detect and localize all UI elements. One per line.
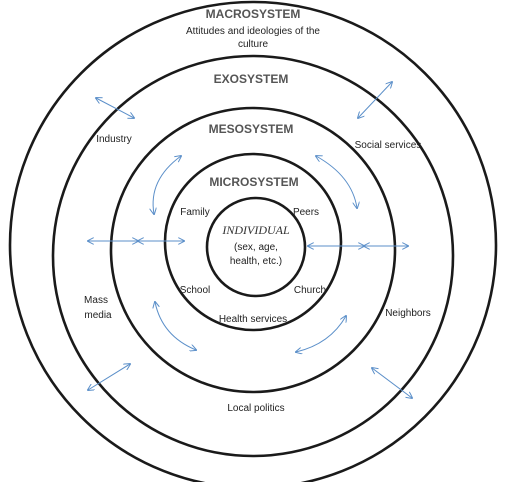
microsystem-heading: MICROSYSTEM [209, 175, 298, 189]
exo-item-industry: Industry [96, 134, 132, 145]
arrow-meso-upper-right [316, 156, 357, 208]
individual-line1: (sex, age, [234, 242, 278, 253]
exosystem-ring [51, 54, 455, 458]
arrow-macro-exo-lower-left [88, 364, 130, 390]
macrosystem-heading: MACROSYSTEM [206, 7, 301, 21]
mesosystem-ring [109, 106, 397, 394]
micro-item-family: Family [180, 207, 209, 218]
mesosystem-heading: MESOSYSTEM [209, 122, 294, 136]
exosystem-heading: EXOSYSTEM [214, 72, 289, 86]
arrow-macro-exo-upper-left [96, 98, 134, 118]
macrosystem-description-line1: Attitudes and ideologies of the [186, 26, 320, 37]
micro-item-church: Church [294, 285, 326, 296]
individual-title: INDIVIDUAL [221, 223, 290, 237]
micro-item-school: School [180, 285, 211, 296]
individual-ring [205, 196, 307, 298]
individual-line2: health, etc.) [230, 256, 282, 267]
arrow-meso-lower-left [155, 302, 196, 350]
exo-item-mass-media-line2: media [84, 310, 112, 321]
arrow-macro-exo-lower-right [372, 368, 412, 398]
exo-item-mass-media-line1: Mass [84, 295, 108, 306]
macrosystem-description-line2: culture [238, 39, 268, 50]
arrow-macro-exo-upper-right [358, 82, 392, 118]
arrow-meso-lower-right [296, 316, 346, 352]
exo-item-local-politics: Local politics [227, 403, 284, 414]
arrow-meso-upper-left [153, 156, 181, 214]
macrosystem-ring [8, 0, 498, 482]
exo-item-social-services: Social services [355, 140, 422, 151]
exo-item-neighbors: Neighbors [385, 308, 431, 319]
micro-item-peers: Peers [293, 207, 319, 218]
micro-item-health-services: Health services [219, 314, 287, 325]
